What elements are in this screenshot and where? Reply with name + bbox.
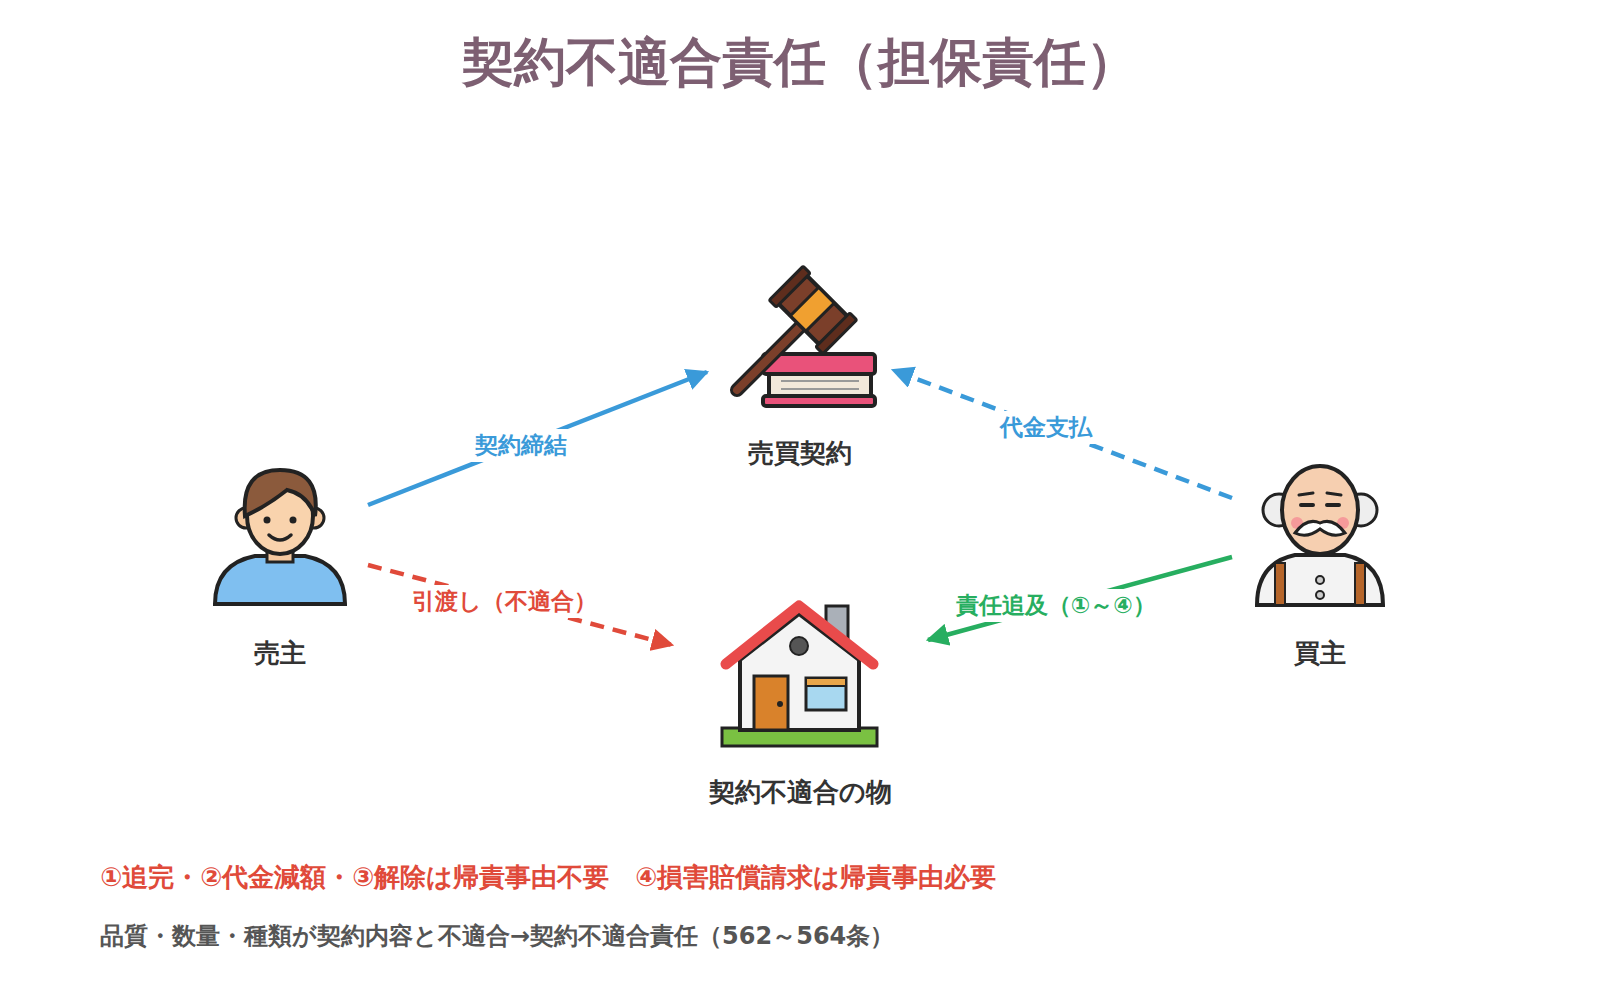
edge-label: 代金支払: [994, 411, 1098, 444]
icon-node: 売主: [192, 458, 368, 671]
house-icon: [722, 606, 877, 746]
icon-node: 買主: [1232, 455, 1408, 671]
edge-label: 契約締結: [469, 429, 573, 462]
connector-arrow: [893, 370, 1232, 498]
edge-label: 引渡し（不適合）: [406, 585, 603, 618]
connector-arrow: [928, 557, 1232, 640]
gavel-icon: [737, 266, 875, 406]
note-red: ①追完・②代金減額・③解除は帰責事由不要 ④損害賠償請求は帰責事由必要: [100, 860, 996, 895]
buyer-icon: [1257, 466, 1383, 605]
edge-label: 責任追及（①～④）: [950, 589, 1162, 622]
note-grey: 品質・数量・種類が契約内容と不適合→契約不適合責任（562～564条）: [100, 920, 894, 952]
node-label: 売主: [192, 636, 368, 671]
diagram-title: 契約不適合責任（担保責任）: [0, 28, 1600, 98]
connector-arrow: [368, 565, 672, 645]
node-label: 売買契約: [707, 436, 893, 471]
node-label: 買主: [1232, 636, 1408, 671]
connector-arrow: [368, 372, 707, 505]
node-label: 契約不適合の物: [672, 775, 928, 810]
icon-node: 契約不適合の物: [672, 595, 928, 810]
seller-icon: [215, 470, 345, 604]
icon-node: 売買契約: [707, 262, 893, 471]
